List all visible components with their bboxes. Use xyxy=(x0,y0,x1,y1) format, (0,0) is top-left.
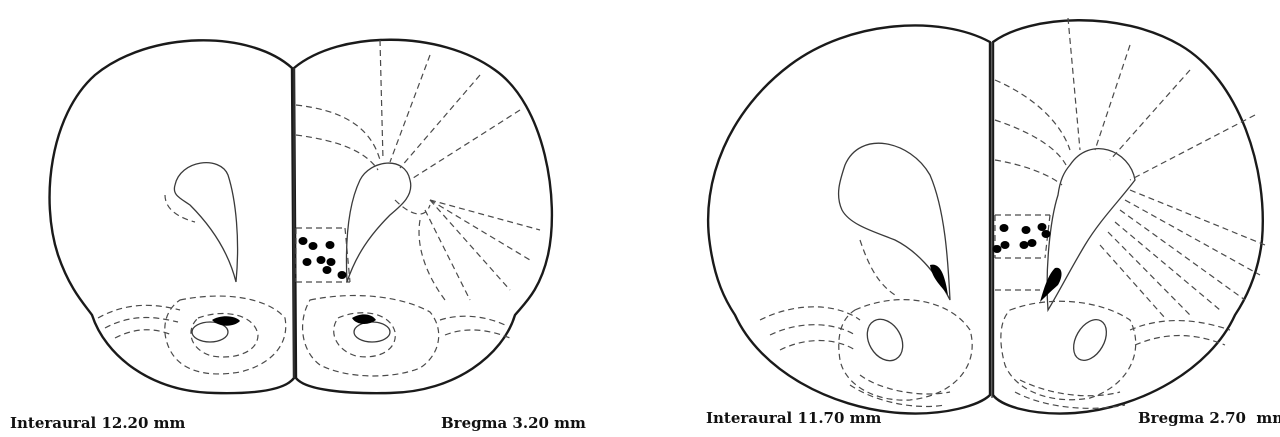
injection-site-marker xyxy=(326,241,335,249)
section-1-bregma-label: Bregma 3.20 mm xyxy=(441,414,586,432)
atlas-section-2 xyxy=(708,18,1265,414)
section-1-interaural-label: Interaural 12.20 mm xyxy=(10,414,185,432)
anterior-commissure-right xyxy=(1067,314,1113,366)
cortical-boundaries xyxy=(165,40,540,300)
anterior-commissure-right xyxy=(354,322,390,342)
injection-site-marker xyxy=(299,237,308,245)
injection-site-marker xyxy=(1028,239,1037,247)
injection-site-marker xyxy=(309,242,318,250)
left-hemisphere-outline xyxy=(708,25,990,413)
injection-site-marker xyxy=(303,258,312,266)
ventral-region xyxy=(98,296,510,376)
injection-site-marker xyxy=(1038,223,1047,231)
injection-site-marker xyxy=(338,271,347,279)
injection-site-marker xyxy=(993,245,1002,253)
injection-site-marker xyxy=(1022,226,1031,234)
right-lateral-ventricle xyxy=(1047,149,1135,310)
section-2-interaural-label: Interaural 11.70 mm xyxy=(706,409,881,427)
left-lateral-ventricle xyxy=(174,163,237,282)
injection-markers-section-1 xyxy=(299,237,347,279)
right-hemisphere-outline xyxy=(993,20,1263,413)
injection-site-marker xyxy=(323,266,332,274)
injection-site-marker xyxy=(1001,241,1010,249)
injection-site-marker xyxy=(327,258,336,266)
injection-site-marker xyxy=(1020,241,1029,249)
left-lateral-ventricle xyxy=(839,143,950,300)
anterior-commissure-left xyxy=(860,313,910,367)
right-ventricle-fill xyxy=(1040,268,1062,302)
ventral-region xyxy=(760,300,1230,409)
right-lateral-ventricle xyxy=(346,163,410,282)
injection-site-marker xyxy=(1000,224,1009,232)
left-ventricle-fill xyxy=(930,265,948,295)
section-2-bregma-label: Bregma 2.70 mm xyxy=(1138,409,1280,427)
injection-markers-section-2 xyxy=(993,223,1051,253)
injection-site-marker xyxy=(317,256,326,264)
left-commissure-fill xyxy=(212,316,240,325)
right-hemisphere-outline xyxy=(294,40,552,393)
atlas-section-1 xyxy=(50,40,552,393)
injection-site-marker xyxy=(1042,230,1051,238)
